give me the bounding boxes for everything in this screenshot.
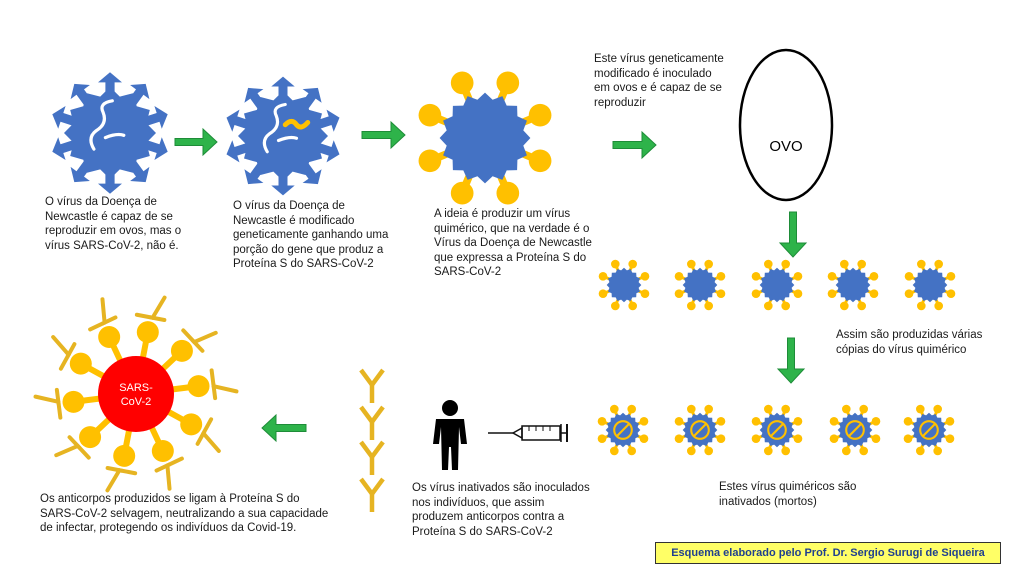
inactivated-virus xyxy=(597,404,649,456)
person-icon xyxy=(433,400,467,470)
syringe-icon xyxy=(488,424,568,442)
chimeric-virus-copy xyxy=(598,259,650,311)
chimeric-virus-copy xyxy=(751,259,803,311)
antibody-icon xyxy=(359,440,385,475)
arrow-copies-to-inactivated xyxy=(776,337,806,384)
chimeric-virus-copy xyxy=(827,259,879,311)
caption-step1: O vírus da Doença de Newcastle é capaz d… xyxy=(45,196,182,252)
chimeric-virus-copy xyxy=(674,259,726,311)
antibody-column xyxy=(359,368,385,512)
arrow-step1-to-step2 xyxy=(174,127,218,157)
caption-inactivated: Estes vírus quiméricos são inativados (m… xyxy=(719,481,857,508)
newcastle-virus xyxy=(52,72,168,194)
inactivated-virus xyxy=(751,404,803,456)
caption-inoculated: Os vírus inativados são inoculados nos i… xyxy=(412,482,590,538)
sars-cov-2-neutralized: SARS- CoV-2 xyxy=(33,295,239,493)
caption-step2: O vírus da Doença de Newcastle é modific… xyxy=(233,200,389,270)
antibody-icon xyxy=(359,477,385,512)
inactivated-virus xyxy=(674,404,726,456)
sars-label-line2: CoV-2 xyxy=(121,396,152,408)
modified-newcastle-virus xyxy=(226,76,340,196)
antibody-icon xyxy=(359,368,385,403)
inactivated-virus xyxy=(829,404,881,456)
sars-label-line1: SARS- xyxy=(119,382,153,394)
virus-group xyxy=(52,71,956,456)
antibody-icon xyxy=(359,405,385,440)
arrow-egg-to-copies xyxy=(778,211,808,258)
arrow-step2-to-step3 xyxy=(361,120,406,150)
caption-antibodies: Os anticorpos produzidos se ligam à Prot… xyxy=(40,493,329,534)
chimeric-virus-copy xyxy=(904,259,956,311)
egg: OVO xyxy=(738,48,834,202)
egg-label: OVO xyxy=(769,138,802,155)
arrow-group xyxy=(174,120,808,443)
caption-copies: Assim são produzidas várias cópias do ví… xyxy=(836,329,983,356)
caption-step4: Este vírus geneticamente modificado é in… xyxy=(594,53,724,109)
caption-step3: A ideia é produzir um vírus quimérico, q… xyxy=(434,208,592,278)
arrow-step3-to-egg xyxy=(612,130,657,160)
inactivated-virus xyxy=(903,404,955,456)
credit-banner: Esquema elaborado pelo Prof. Dr. Sergio … xyxy=(655,542,1001,564)
arrow-to-neutralization xyxy=(261,413,307,443)
chimeric-virus xyxy=(418,71,552,205)
sars-core xyxy=(98,356,174,432)
